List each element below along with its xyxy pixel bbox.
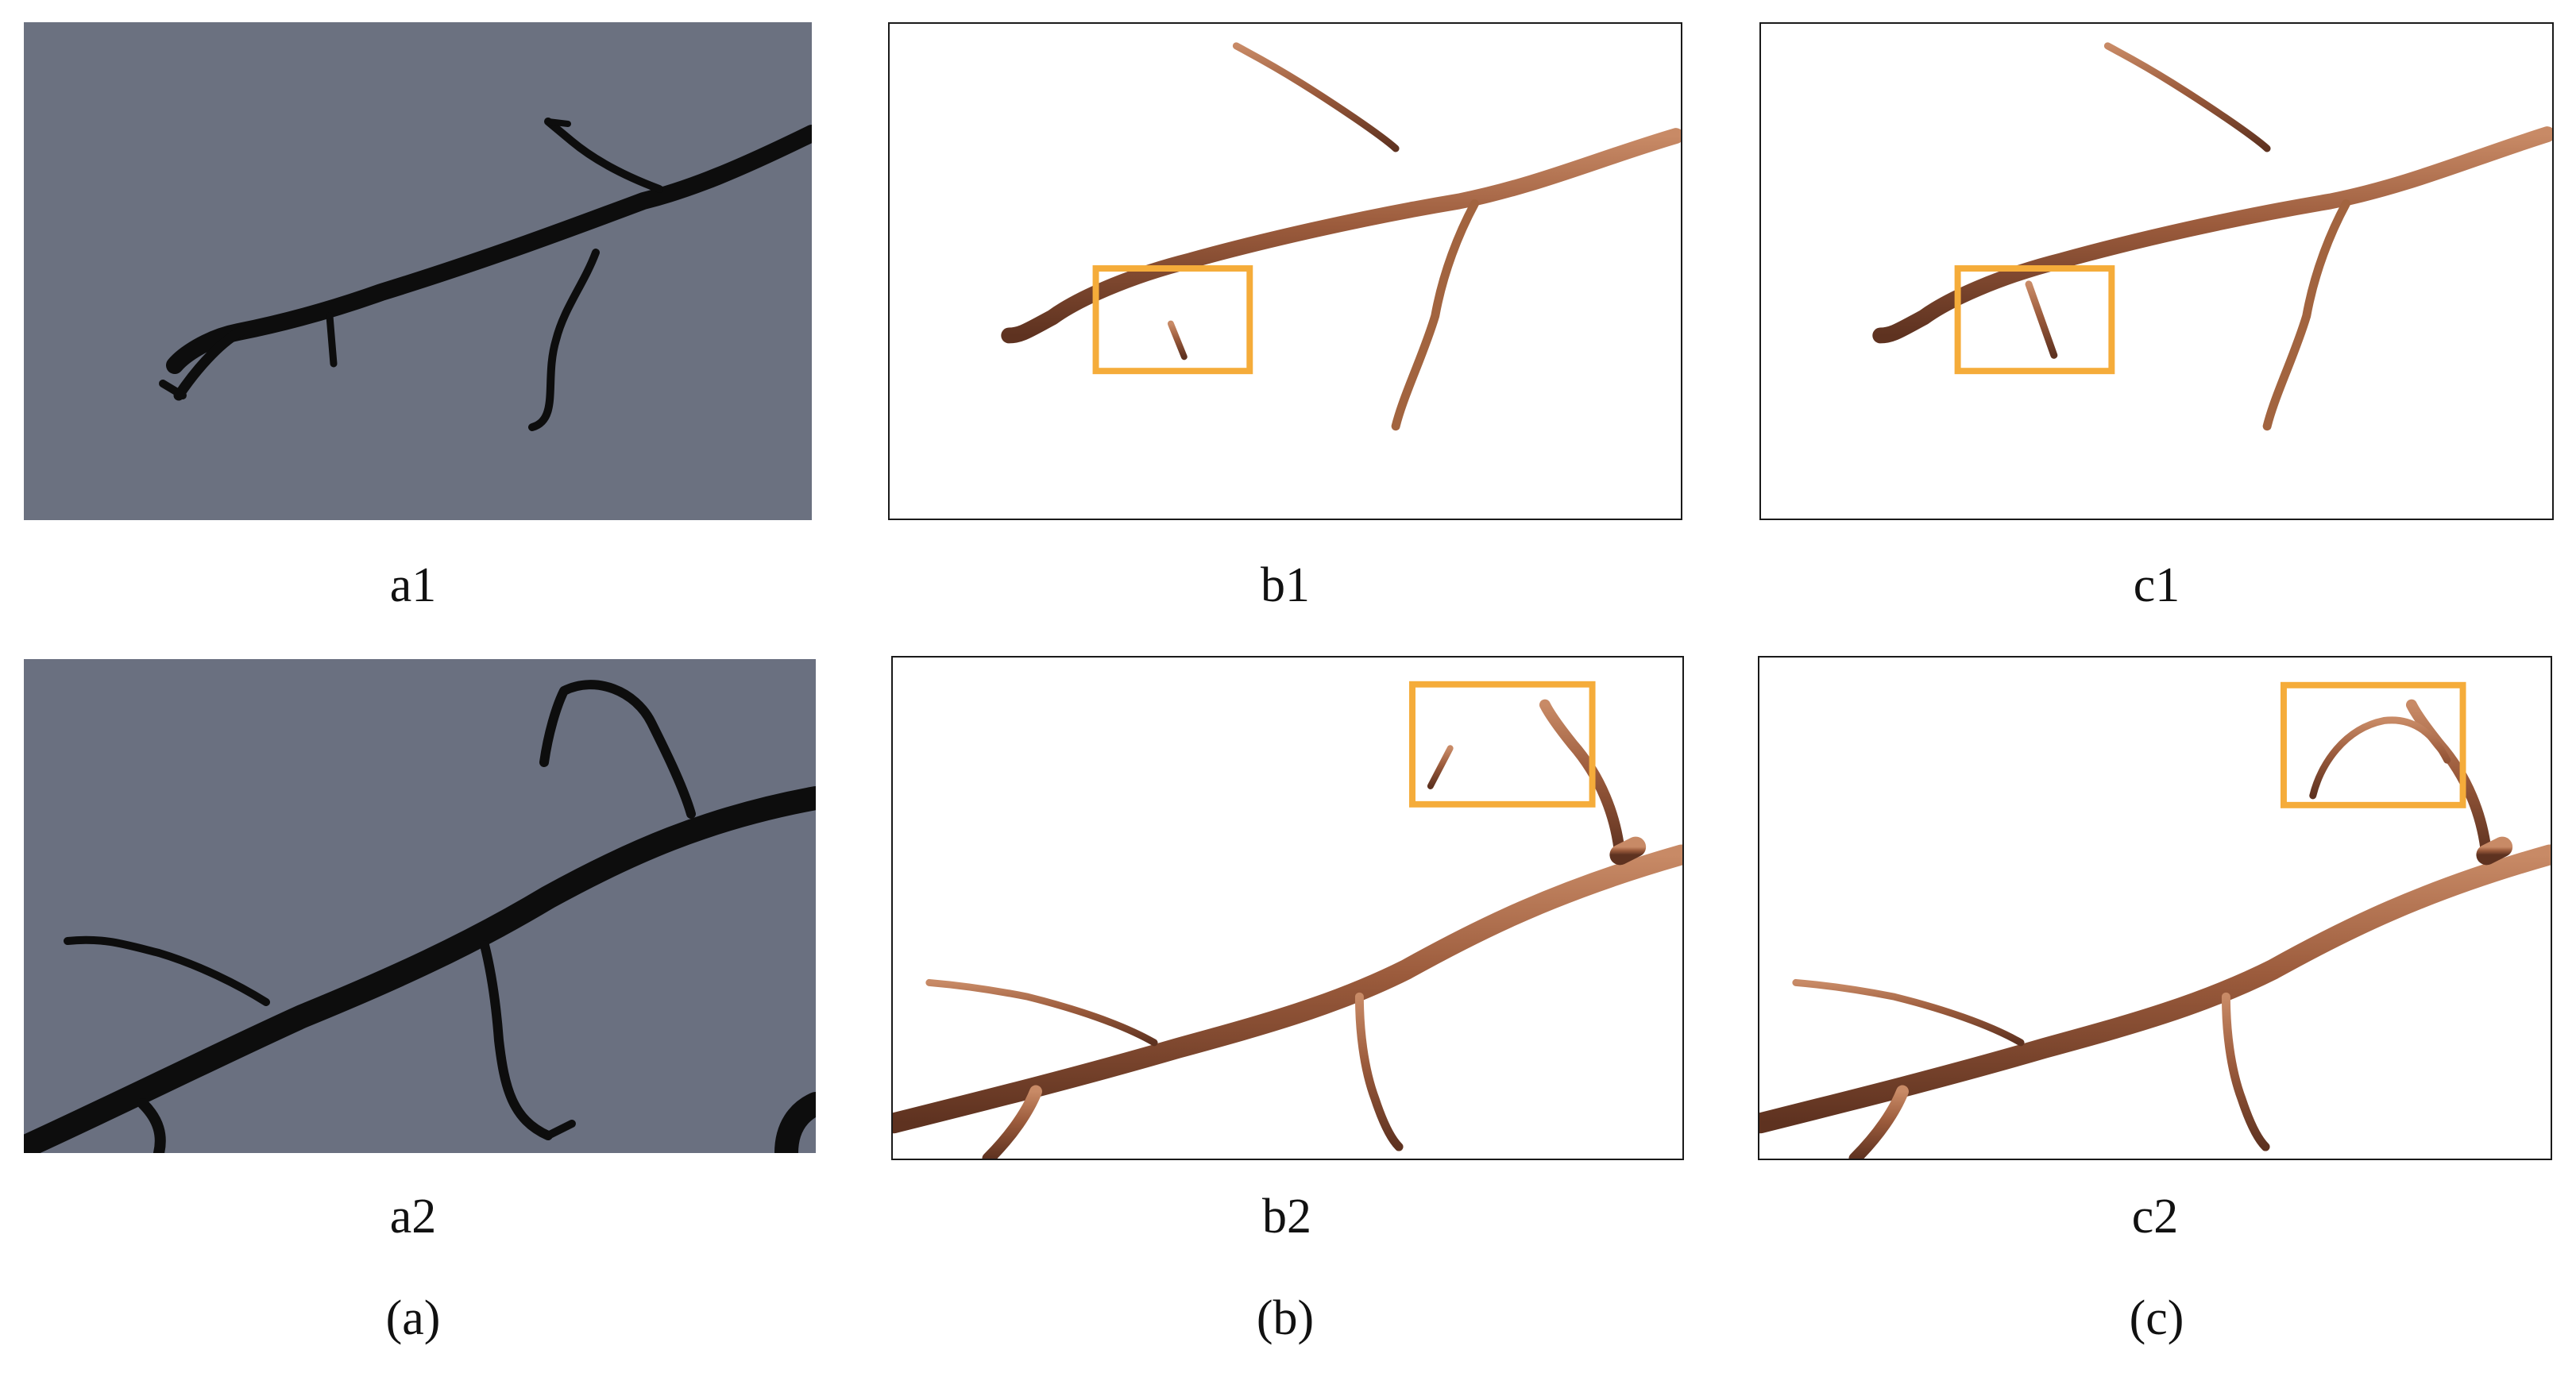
panel-label-c1: c1 [2133,558,2180,612]
column-caption-b: (b) [1256,1291,1315,1345]
branch-model-b1 [1001,42,1681,431]
highlight-box-c2 [2280,681,2466,808]
render-panel-c1 [1759,22,2554,520]
panel-label-c2: c2 [2131,1190,2179,1244]
panel-label-a2: a2 [389,1190,437,1244]
render-panel-b2 [891,656,1684,1160]
panel-label-b1: b1 [1261,558,1310,612]
column-caption-c: (c) [2129,1291,2184,1345]
photo-panel-a2 [24,659,816,1153]
render-panel-b1 [888,22,1682,520]
highlight-box-b1 [1092,265,1253,375]
render-panel-c2 [1758,656,2552,1160]
panel-label-a1: a1 [389,558,437,612]
branch-model-b2 [893,681,1682,1159]
branch-silhouette-a2 [24,680,816,1153]
branch-model-c2 [1759,681,2551,1159]
branch-silhouette-a1 [159,118,812,431]
panel-label-b2: b2 [1262,1190,1311,1244]
highlight-box-b2 [1409,681,1596,808]
highlight-box-c1 [1954,265,2115,375]
branch-model-c1 [1872,42,2552,431]
photo-panel-a1 [24,22,812,520]
column-caption-a: (a) [385,1291,441,1345]
